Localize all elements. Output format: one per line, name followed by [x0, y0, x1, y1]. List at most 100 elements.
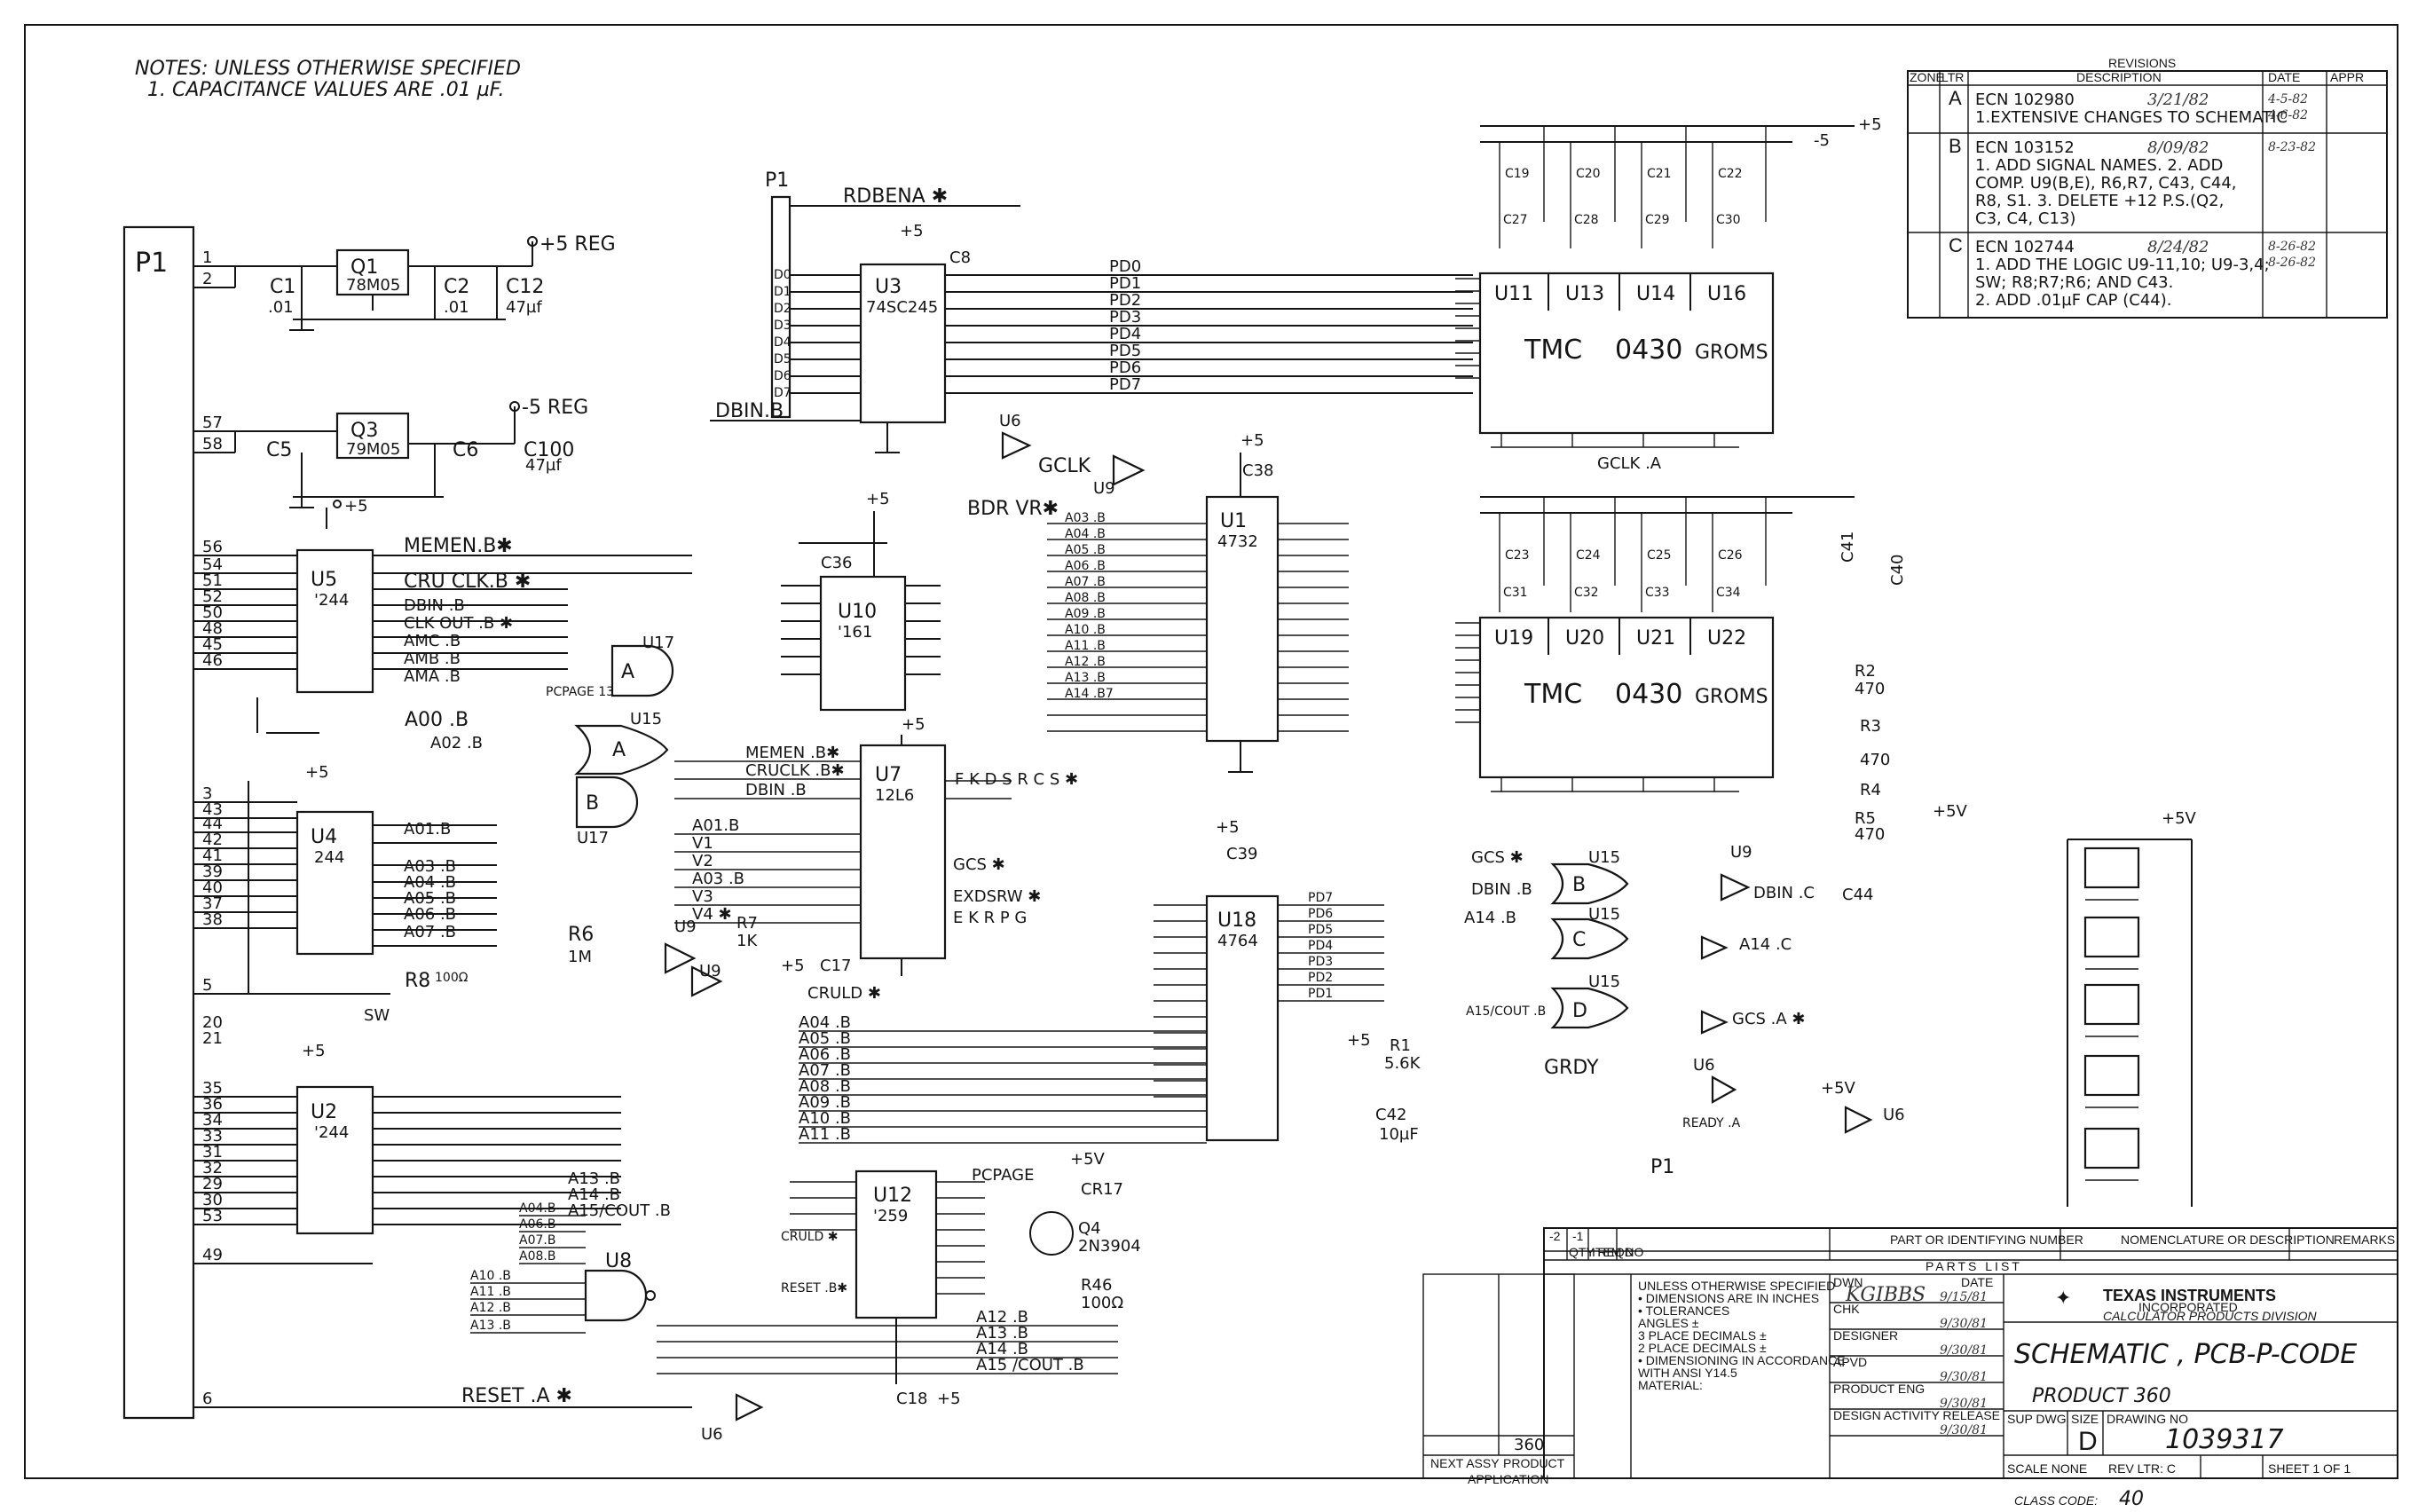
tmc-cell-label: U21	[1636, 627, 1675, 650]
cap-label: C27	[1503, 213, 1528, 227]
sig-dbin-b: DBIN.B	[715, 400, 784, 422]
revision-header: LTR	[1941, 70, 1964, 84]
u4-wiring	[193, 781, 497, 995]
u12-name: U12	[873, 1185, 912, 1207]
address-bus-label: A10 .B	[799, 1109, 851, 1128]
revision-letter: C	[1949, 234, 1963, 256]
svg-text:+5: +5	[1240, 431, 1264, 450]
cap-label: C30	[1716, 213, 1741, 227]
revision-appr-date: 8-26-82	[2268, 256, 2316, 270]
connector-pin: 29	[202, 1175, 223, 1193]
u3-data-pin: D2	[774, 302, 792, 316]
revision-header: DESCRIPTION	[2076, 70, 2162, 84]
u18-pd-label: PD2	[1308, 971, 1333, 985]
u4-part: 244	[314, 848, 344, 867]
u1-address-label: A05 .B	[1065, 543, 1106, 557]
r8-value: 100Ω	[435, 971, 469, 985]
u18-pd-label: PD5	[1308, 923, 1333, 937]
svg-text:+5: +5	[302, 1042, 326, 1060]
u4-output-label: A05 .B	[404, 889, 456, 908]
connector-pin: 5	[202, 976, 212, 995]
revision-header: ZONE	[1910, 70, 1944, 84]
parts-list-header: REMARKS	[2334, 1232, 2395, 1247]
u2-wiring	[193, 1096, 621, 1264]
c100-label: C100	[524, 439, 574, 461]
tolerance-line: WITH ANSI Y14.5	[1638, 1366, 1737, 1380]
connector-p1-top: P1	[765, 169, 792, 419]
u7-input-label: MEMEN .B✱	[745, 744, 839, 762]
sig-gclk-a: GCLK .A	[1597, 454, 1662, 473]
u1-address-label: A06 .B	[1065, 559, 1106, 573]
tmc-cell-label: U19	[1494, 627, 1533, 650]
u5-name: U5	[311, 569, 337, 591]
tolerance-line: • DIMENSIONING IN ACCORDANCE	[1638, 1353, 1846, 1367]
gate-u9-sw: U9 U9	[664, 917, 723, 997]
cap-label: C33	[1645, 586, 1670, 600]
c2-label: C2	[444, 276, 469, 298]
connector-pin: 33	[202, 1127, 223, 1146]
u4-name: U4	[311, 826, 337, 848]
pd-label: PD2	[1109, 291, 1141, 310]
product-label: PRODUCT 360	[2032, 1385, 2171, 1407]
revision-line: 2. ADD .01µF CAP (C44).	[1975, 291, 2172, 310]
gate-u15-b: B U15	[1550, 848, 1629, 905]
u18-pd-label: PD6	[1308, 907, 1333, 921]
pd-label: PD4	[1109, 325, 1141, 343]
svg-text:U6: U6	[701, 1425, 723, 1444]
u5-wiring	[193, 555, 692, 734]
sig-a14c: A14 .C	[1739, 935, 1792, 954]
connector-pin: 1	[202, 248, 212, 267]
chip-u1: U1 4732 +5 C38	[1205, 431, 1280, 743]
approval-date: 9/30/81	[1940, 1343, 1988, 1358]
u7-input-label: CRUCLK .B✱	[745, 761, 845, 780]
company-sub: INCORPORATED	[2138, 1300, 2238, 1314]
tolerance-line: • DIMENSIONS ARE IN INCHES	[1638, 1291, 1819, 1305]
connector-pin: 30	[202, 1191, 223, 1209]
u10-part: '161	[838, 623, 872, 642]
u7-input-label: DBIN .B	[745, 781, 807, 799]
u1-address-label: A11 .B	[1065, 639, 1106, 653]
cr17-plus5: +5V	[1070, 1150, 1106, 1169]
company-name: TEXAS INSTRUMENTS	[2103, 1287, 2276, 1304]
svg-text:C44: C44	[1842, 886, 1873, 904]
svg-text:+5: +5	[866, 490, 890, 508]
svg-text:U9: U9	[1730, 843, 1752, 862]
u10-name: U10	[838, 601, 877, 623]
revision-header: APPR	[2330, 70, 2364, 84]
sig-grdy: GRDY	[1544, 1057, 1599, 1079]
drawing-no-header: DRAWING NO	[2107, 1412, 2188, 1426]
c1-value: .01	[268, 298, 294, 317]
r8-label: R8	[405, 970, 430, 992]
sig-amb: AMB .B	[404, 650, 461, 668]
revision-header: DATE	[2268, 70, 2300, 84]
q3-name: Q3	[350, 420, 378, 442]
svg-text:+5V: +5V	[2162, 809, 2197, 828]
parts-list-header: PART OR IDENTIFYING NUMBER	[1890, 1232, 2083, 1247]
approval-roles: DWN9/15/81CHK9/30/81DESIGNER9/30/81APVD9…	[1830, 1275, 2004, 1437]
u8-input-label: A11 .B	[470, 1285, 511, 1299]
rail-minus5: -5	[1814, 131, 1830, 150]
r46-value: 100Ω	[1081, 1294, 1123, 1312]
q3-part: 79M05	[346, 440, 400, 459]
connector-pin: 38	[202, 910, 223, 929]
svg-text:D: D	[1572, 1000, 1587, 1022]
r1-value: 5.6K	[1384, 1054, 1422, 1073]
chip-u18: +5 C39 U18 4764	[1205, 818, 1280, 1142]
sig-a14b: A14 .B	[1464, 909, 1516, 927]
application: APPLICATION	[1468, 1472, 1549, 1486]
connector-pin: 21	[202, 1029, 223, 1048]
address-bus-label: A11 .B	[799, 1125, 851, 1144]
svg-text:U9: U9	[699, 962, 721, 980]
q4-part: 2N3904	[1078, 1237, 1141, 1256]
connector-pin: 51	[202, 571, 223, 590]
tmc-cell-label: U22	[1707, 627, 1746, 650]
svg-text:U9: U9	[674, 917, 697, 936]
connector-pin: 20	[202, 1013, 223, 1032]
approval-date: 9/30/81	[1940, 1317, 1988, 1331]
u7-input-label: A01.B	[692, 816, 739, 835]
